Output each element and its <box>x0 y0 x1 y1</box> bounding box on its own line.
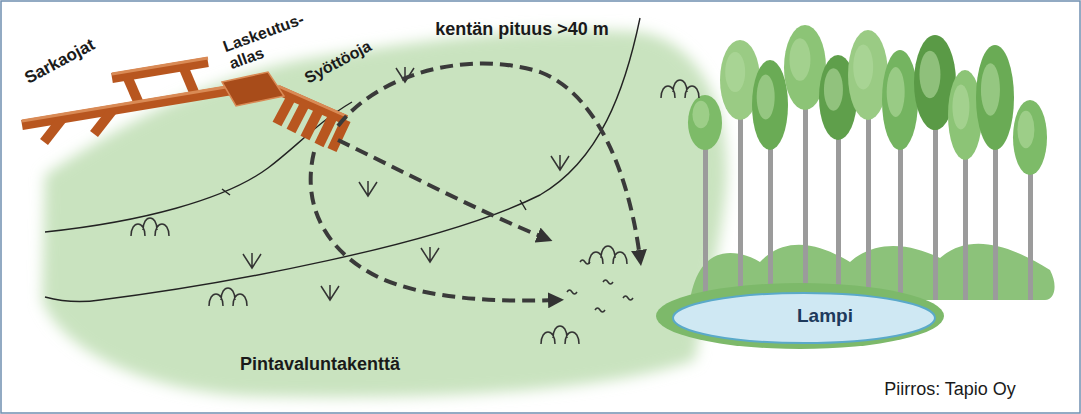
field-area: Pintavaluntakenttä <box>40 150 720 395</box>
ditches <box>22 58 346 150</box>
field-label: Pintavaluntakenttä <box>240 354 400 375</box>
pond-label: Lampi <box>797 305 853 327</box>
ditch-label: Sarkaojat <box>22 36 98 88</box>
credit-note: Piirros: Tapio Oy <box>884 380 1016 400</box>
dimension-label: kentän pituus >40 m <box>435 20 609 40</box>
flow-arrows <box>311 64 640 301</box>
field-area <box>42 30 727 397</box>
pond: Lampi <box>655 282 945 350</box>
boundary-lines <box>45 18 640 301</box>
vegetation-symbols <box>131 67 699 344</box>
trees <box>688 25 1055 300</box>
